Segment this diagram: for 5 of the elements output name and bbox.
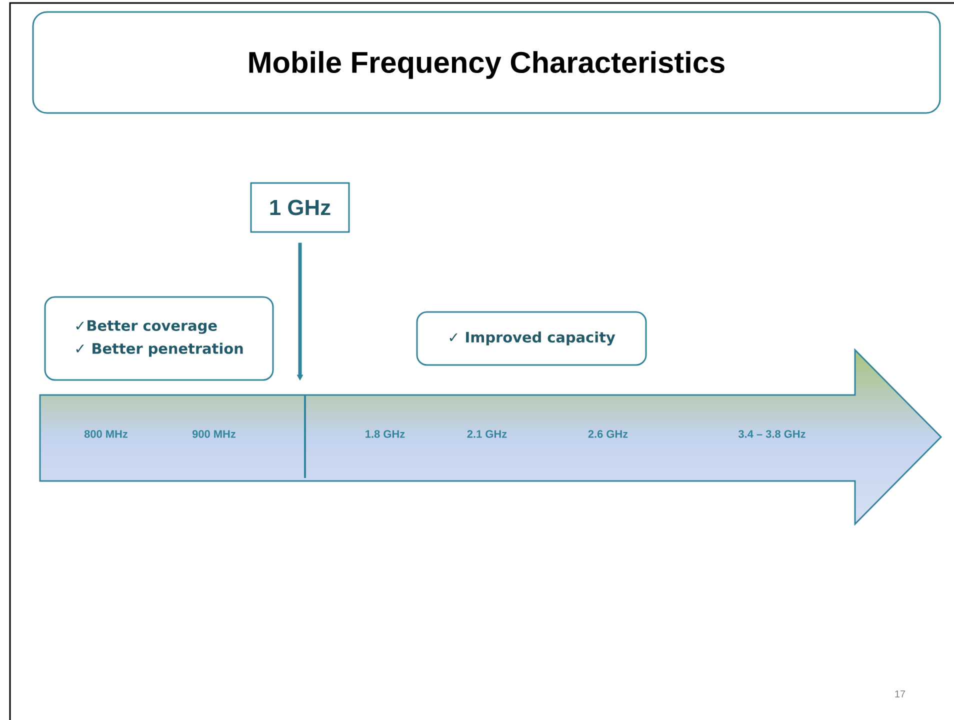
- title-box: Mobile Frequency Characteristics: [32, 11, 941, 114]
- benefit-box: ✓Better coverage ✓ Better penetration: [44, 296, 274, 381]
- page-number: 17: [895, 690, 906, 698]
- frequency-box: 1 GHz: [250, 182, 350, 233]
- benefit-box: ✓ Improved capacity: [416, 311, 647, 366]
